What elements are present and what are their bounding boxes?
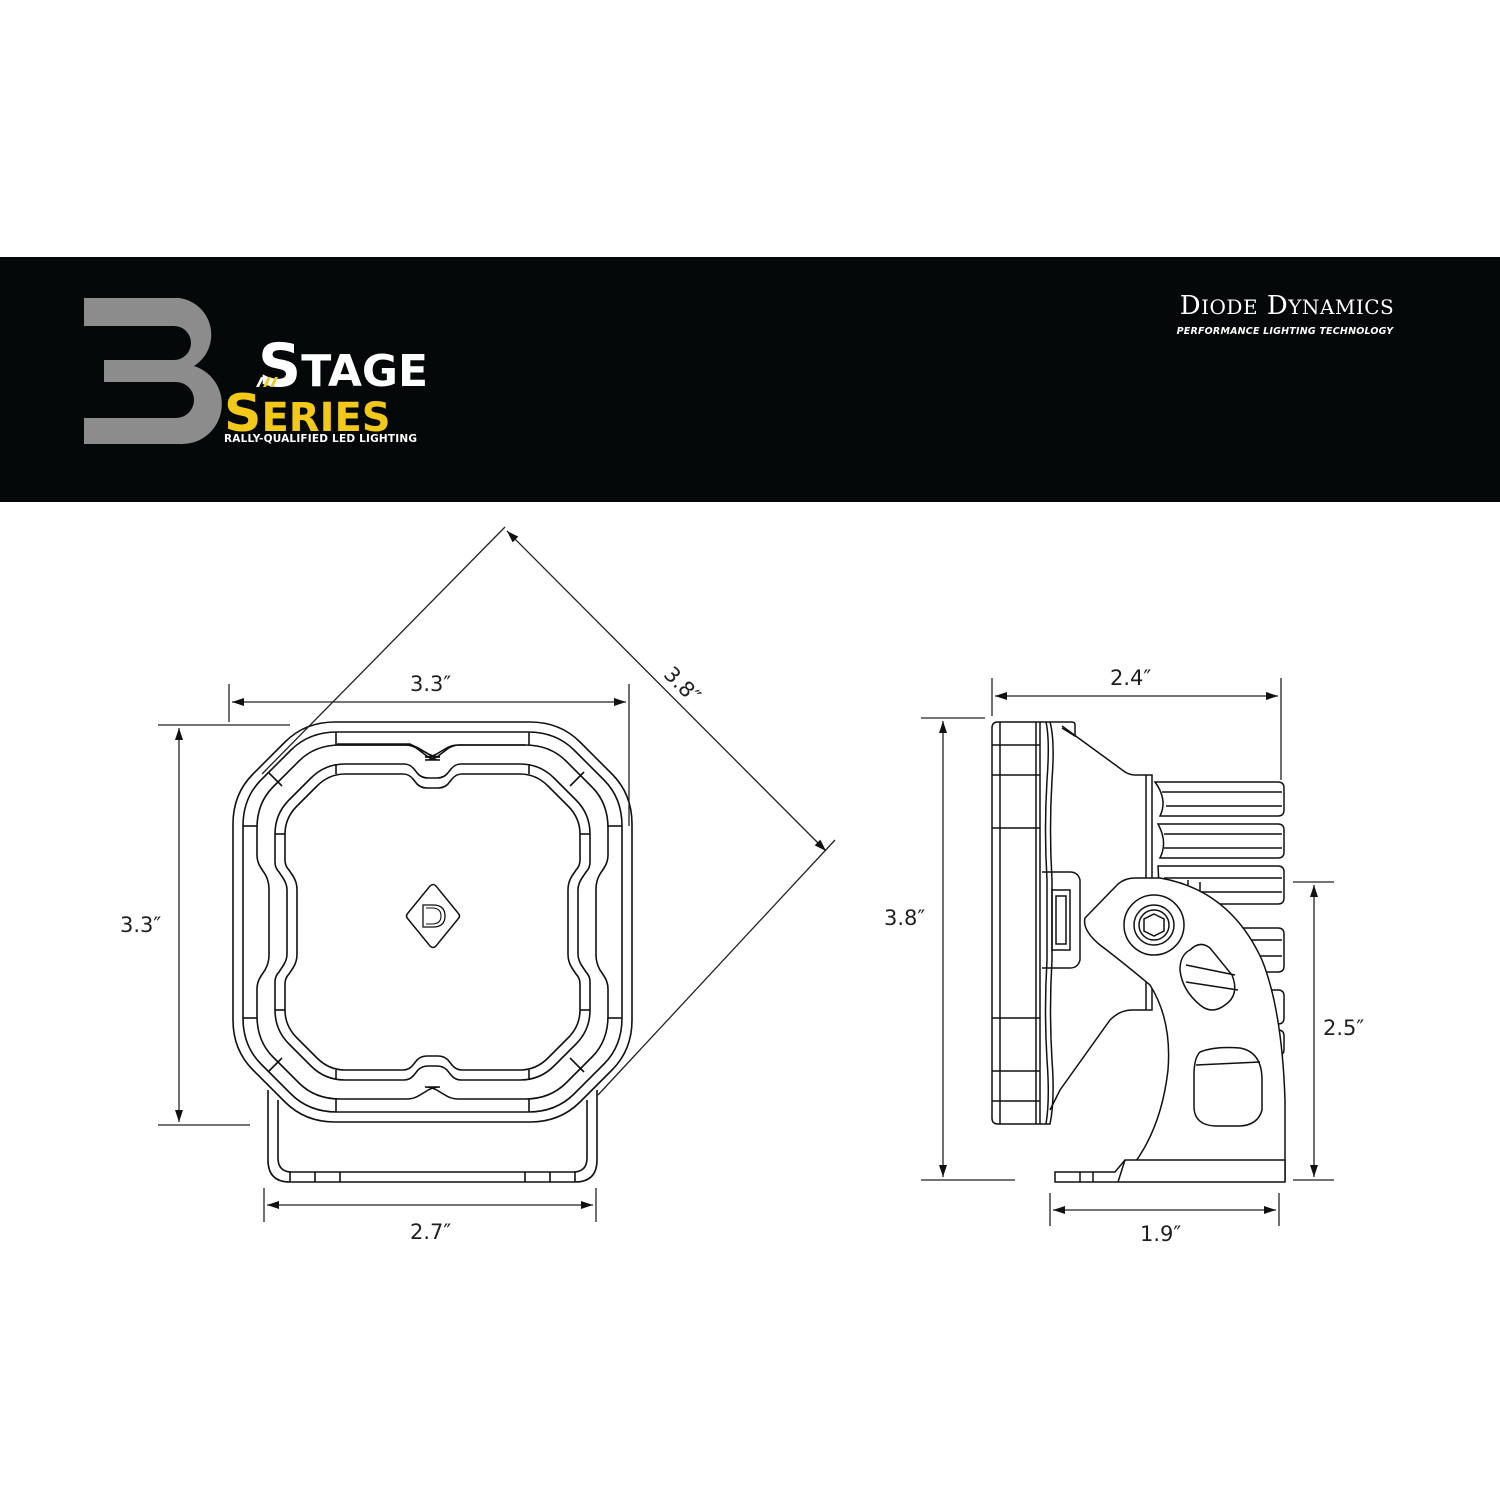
front-view [232,721,633,1183]
mount-height-label: 2.5″ [1323,1016,1365,1040]
side-view [991,721,1286,1183]
logo-tagline: RALLY-QUALIFIED LED LIGHTING [224,433,418,445]
brand-tagline: PERFORMANCE LIGHTING TECHNOLOGY [1176,326,1394,337]
front-height-label: 3.3″ [120,913,162,937]
base-width-label: 1.9″ [1140,1222,1182,1246]
stage-series-numeral-3-logo [84,298,222,445]
front-width-label: 3.3″ [410,672,452,696]
side-height-label: 3.8″ [884,906,926,930]
diode-dynamics-d-emblem-icon [405,883,461,949]
logo-series-text: SERIES [224,384,391,444]
logo-stripes-icon [256,377,278,387]
header-banner [0,257,1500,502]
mount-bracket [1054,877,1286,1183]
brand-name: DIODE DYNAMICS [1179,291,1395,321]
front-dimensions [158,526,836,1222]
side-depth-label: 2.4″ [1110,666,1152,690]
bracket-width-label: 2.7″ [410,1220,452,1244]
side-dimensions [921,678,1334,1226]
front-bracket [267,1090,598,1183]
